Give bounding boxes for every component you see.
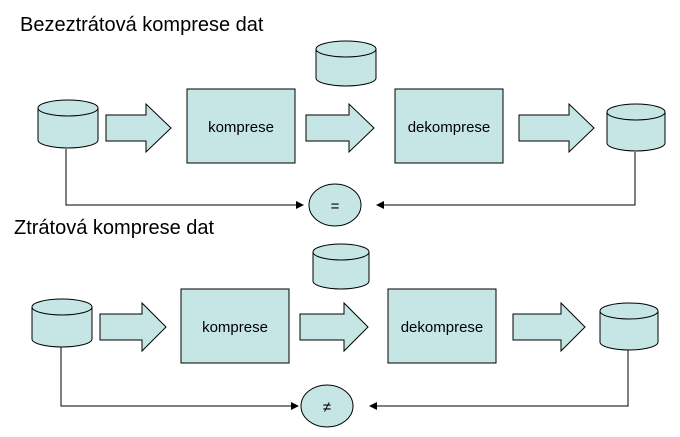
inequality-symbol: ≠ — [323, 399, 331, 416]
compressed-data-cylinder — [315, 40, 377, 87]
compare-line-right — [369, 350, 629, 410]
output-data-cylinder — [599, 302, 659, 351]
equality-symbol: = — [331, 198, 340, 215]
inequality-circle — [300, 384, 354, 428]
flow-arrow-2 — [299, 301, 369, 353]
lossless-diagram: komprese dekomprese = — [37, 40, 666, 227]
output-data-cylinder — [606, 103, 666, 152]
flow-arrow-1 — [99, 301, 167, 353]
flow-arrow-2 — [305, 102, 375, 154]
source-data-cylinder — [31, 298, 93, 348]
flow-arrow-3 — [512, 301, 586, 353]
lossless-section-title: Bezeztrátová komprese dat — [20, 14, 264, 36]
compression-box — [186, 88, 296, 164]
lossy-diagram: komprese dekomprese ≠ — [31, 243, 659, 428]
compare-line-left — [60, 347, 299, 410]
compare-line-right — [376, 152, 636, 209]
source-data-cylinder — [37, 99, 99, 149]
flow-arrow-1 — [105, 102, 172, 154]
decompression-label: dekomprese — [401, 319, 484, 336]
compare-line-left — [65, 149, 304, 209]
equality-circle — [308, 183, 362, 227]
compression-box — [180, 288, 290, 364]
decompression-box — [387, 288, 497, 364]
lossy-section-title: Ztrátová komprese dat — [14, 217, 215, 239]
decompression-label: dekomprese — [408, 119, 491, 136]
compression-label: komprese — [202, 319, 268, 336]
compression-label: komprese — [208, 119, 274, 136]
flow-arrow-3 — [518, 102, 595, 154]
compressed-data-cylinder — [312, 243, 370, 290]
decompression-box — [394, 88, 504, 164]
